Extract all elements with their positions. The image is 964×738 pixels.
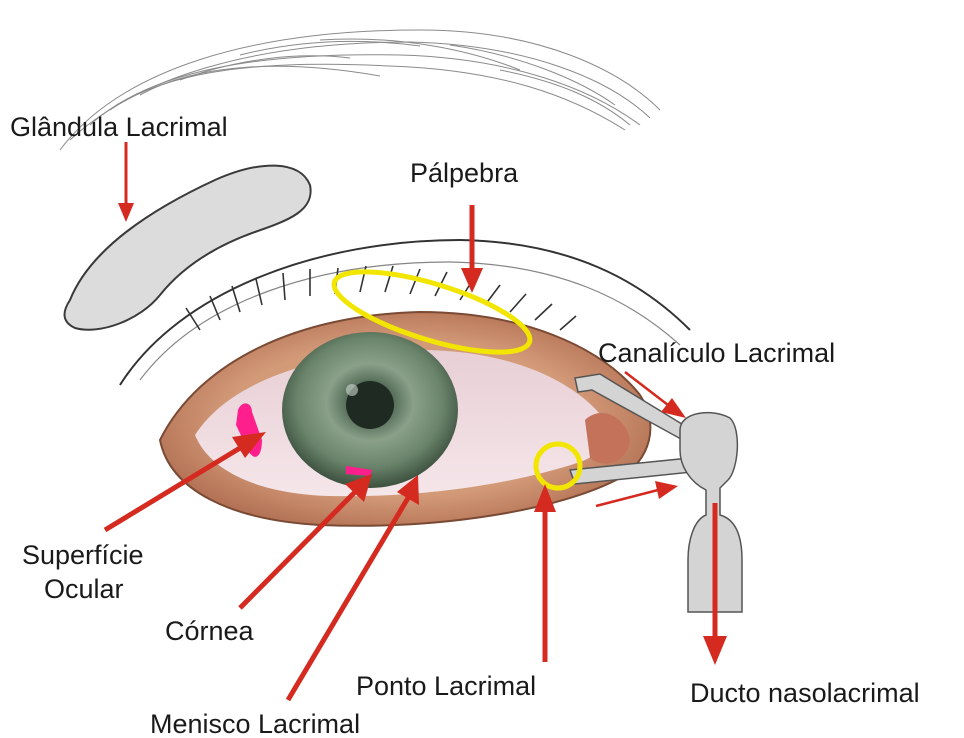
label-glandula-lacrimal: Glândula Lacrimal xyxy=(10,112,228,142)
arrow-palpebra xyxy=(461,205,483,293)
lacrimal-gland xyxy=(65,166,311,330)
arrow-ponto xyxy=(534,484,556,662)
arrow-glandula xyxy=(118,142,134,222)
label-ducto-nasolacrimal: Ducto nasolacrimal xyxy=(690,678,920,708)
label-menisco-lacrimal: Menisco Lacrimal xyxy=(150,709,360,738)
label-palpebra: Pálpebra xyxy=(410,158,519,188)
label-superficie-ocular-line2: Ocular xyxy=(44,574,124,604)
label-cornea: Córnea xyxy=(165,616,255,646)
label-ponto-lacrimal: Ponto Lacrimal xyxy=(356,671,536,701)
lacrimal-sac xyxy=(680,413,742,612)
label-superficie-ocular-line1: Superfície xyxy=(22,540,144,570)
label-canaliculo-lacrimal: Canalículo Lacrimal xyxy=(598,338,835,368)
